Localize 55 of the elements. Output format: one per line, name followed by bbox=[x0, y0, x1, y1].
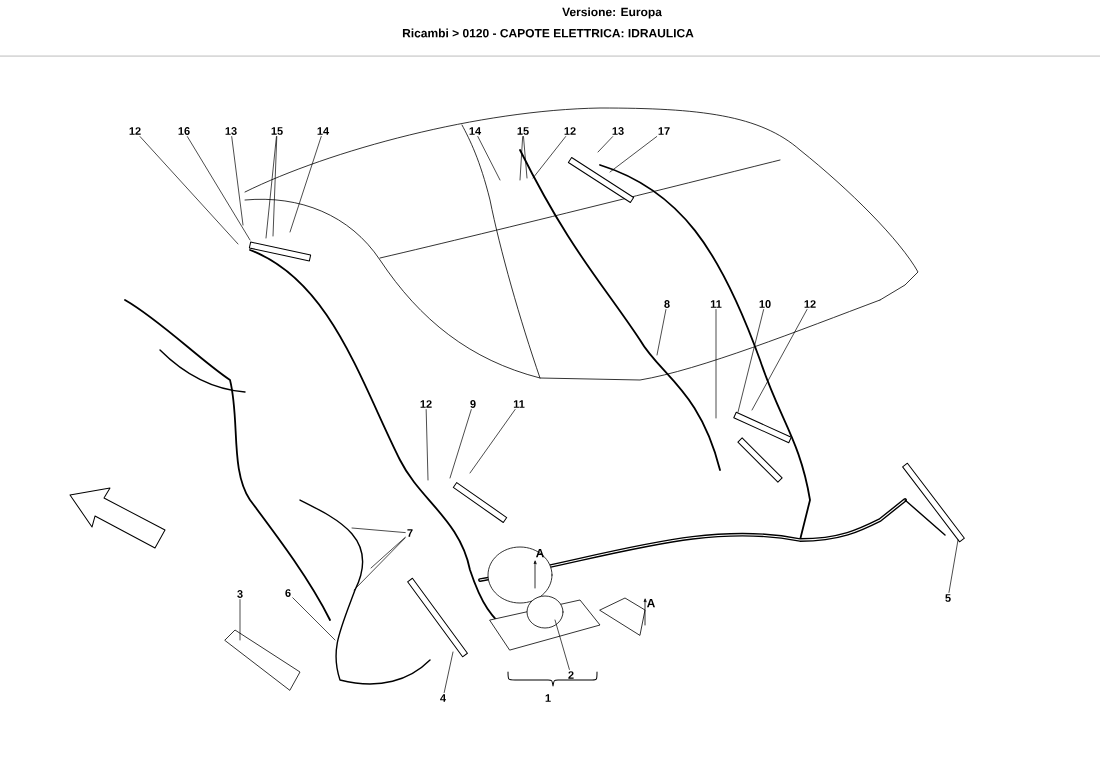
leader-line bbox=[519, 136, 523, 181]
callout-number: 6 bbox=[285, 589, 291, 597]
view-letter: A bbox=[646, 598, 655, 608]
callout-number: 12 bbox=[129, 127, 141, 135]
leader-line bbox=[289, 136, 322, 233]
leader-line bbox=[353, 537, 406, 591]
leader-line bbox=[609, 136, 658, 173]
view-letter: A bbox=[535, 548, 544, 558]
callout-number: 7 bbox=[407, 529, 413, 537]
callout-number: 13 bbox=[612, 127, 624, 135]
leader-line bbox=[351, 527, 406, 533]
callout-number: 10 bbox=[759, 300, 771, 308]
leader-line bbox=[469, 409, 516, 474]
leader-line bbox=[272, 136, 278, 237]
callout-number: 13 bbox=[225, 127, 237, 135]
callout-number: 17 bbox=[658, 127, 670, 135]
leader-line bbox=[948, 539, 959, 593]
leader-line bbox=[187, 136, 251, 241]
leader-line bbox=[532, 136, 566, 179]
callout-number: 11 bbox=[513, 400, 525, 408]
leader-line bbox=[449, 409, 472, 479]
leader-line bbox=[239, 599, 241, 641]
callout-number: 1 bbox=[545, 694, 551, 702]
callout-number: 3 bbox=[237, 590, 243, 598]
leader-line bbox=[370, 536, 406, 569]
callout-number: 4 bbox=[440, 694, 446, 702]
leader-line bbox=[597, 136, 614, 153]
leader-line bbox=[231, 136, 244, 226]
title: Ricambi > 0120 - CAPOTE ELETTRICA: IDRAULICA bbox=[402, 28, 694, 38]
leader-line bbox=[477, 136, 501, 181]
callout-number: 5 bbox=[945, 594, 951, 602]
callout-number: 11 bbox=[710, 300, 722, 308]
callout-number: 15 bbox=[271, 127, 283, 135]
callout-number: 12 bbox=[564, 127, 576, 135]
callout-number: 15 bbox=[517, 127, 529, 135]
leader-line bbox=[265, 136, 277, 239]
callout-number: 14 bbox=[317, 127, 330, 135]
leader-line bbox=[425, 409, 429, 481]
leader-line bbox=[443, 651, 454, 693]
callout-number: 12 bbox=[804, 300, 816, 308]
callout-number: 16 bbox=[178, 127, 190, 135]
leader-line bbox=[523, 136, 528, 179]
callout-number: 9 bbox=[470, 400, 476, 408]
version-label: Versione: Europa bbox=[562, 7, 662, 19]
callout-number: 2 bbox=[568, 671, 574, 679]
leader-line bbox=[292, 597, 336, 641]
leader-line bbox=[656, 309, 667, 356]
callout-number: 14 bbox=[469, 127, 482, 135]
leader-line bbox=[139, 136, 239, 245]
leader-line bbox=[715, 309, 717, 419]
leader-line bbox=[554, 619, 570, 670]
leader-line bbox=[737, 309, 764, 413]
leader-line bbox=[751, 309, 808, 411]
callout-number: 8 bbox=[664, 300, 670, 308]
callout-number: 12 bbox=[420, 400, 432, 408]
